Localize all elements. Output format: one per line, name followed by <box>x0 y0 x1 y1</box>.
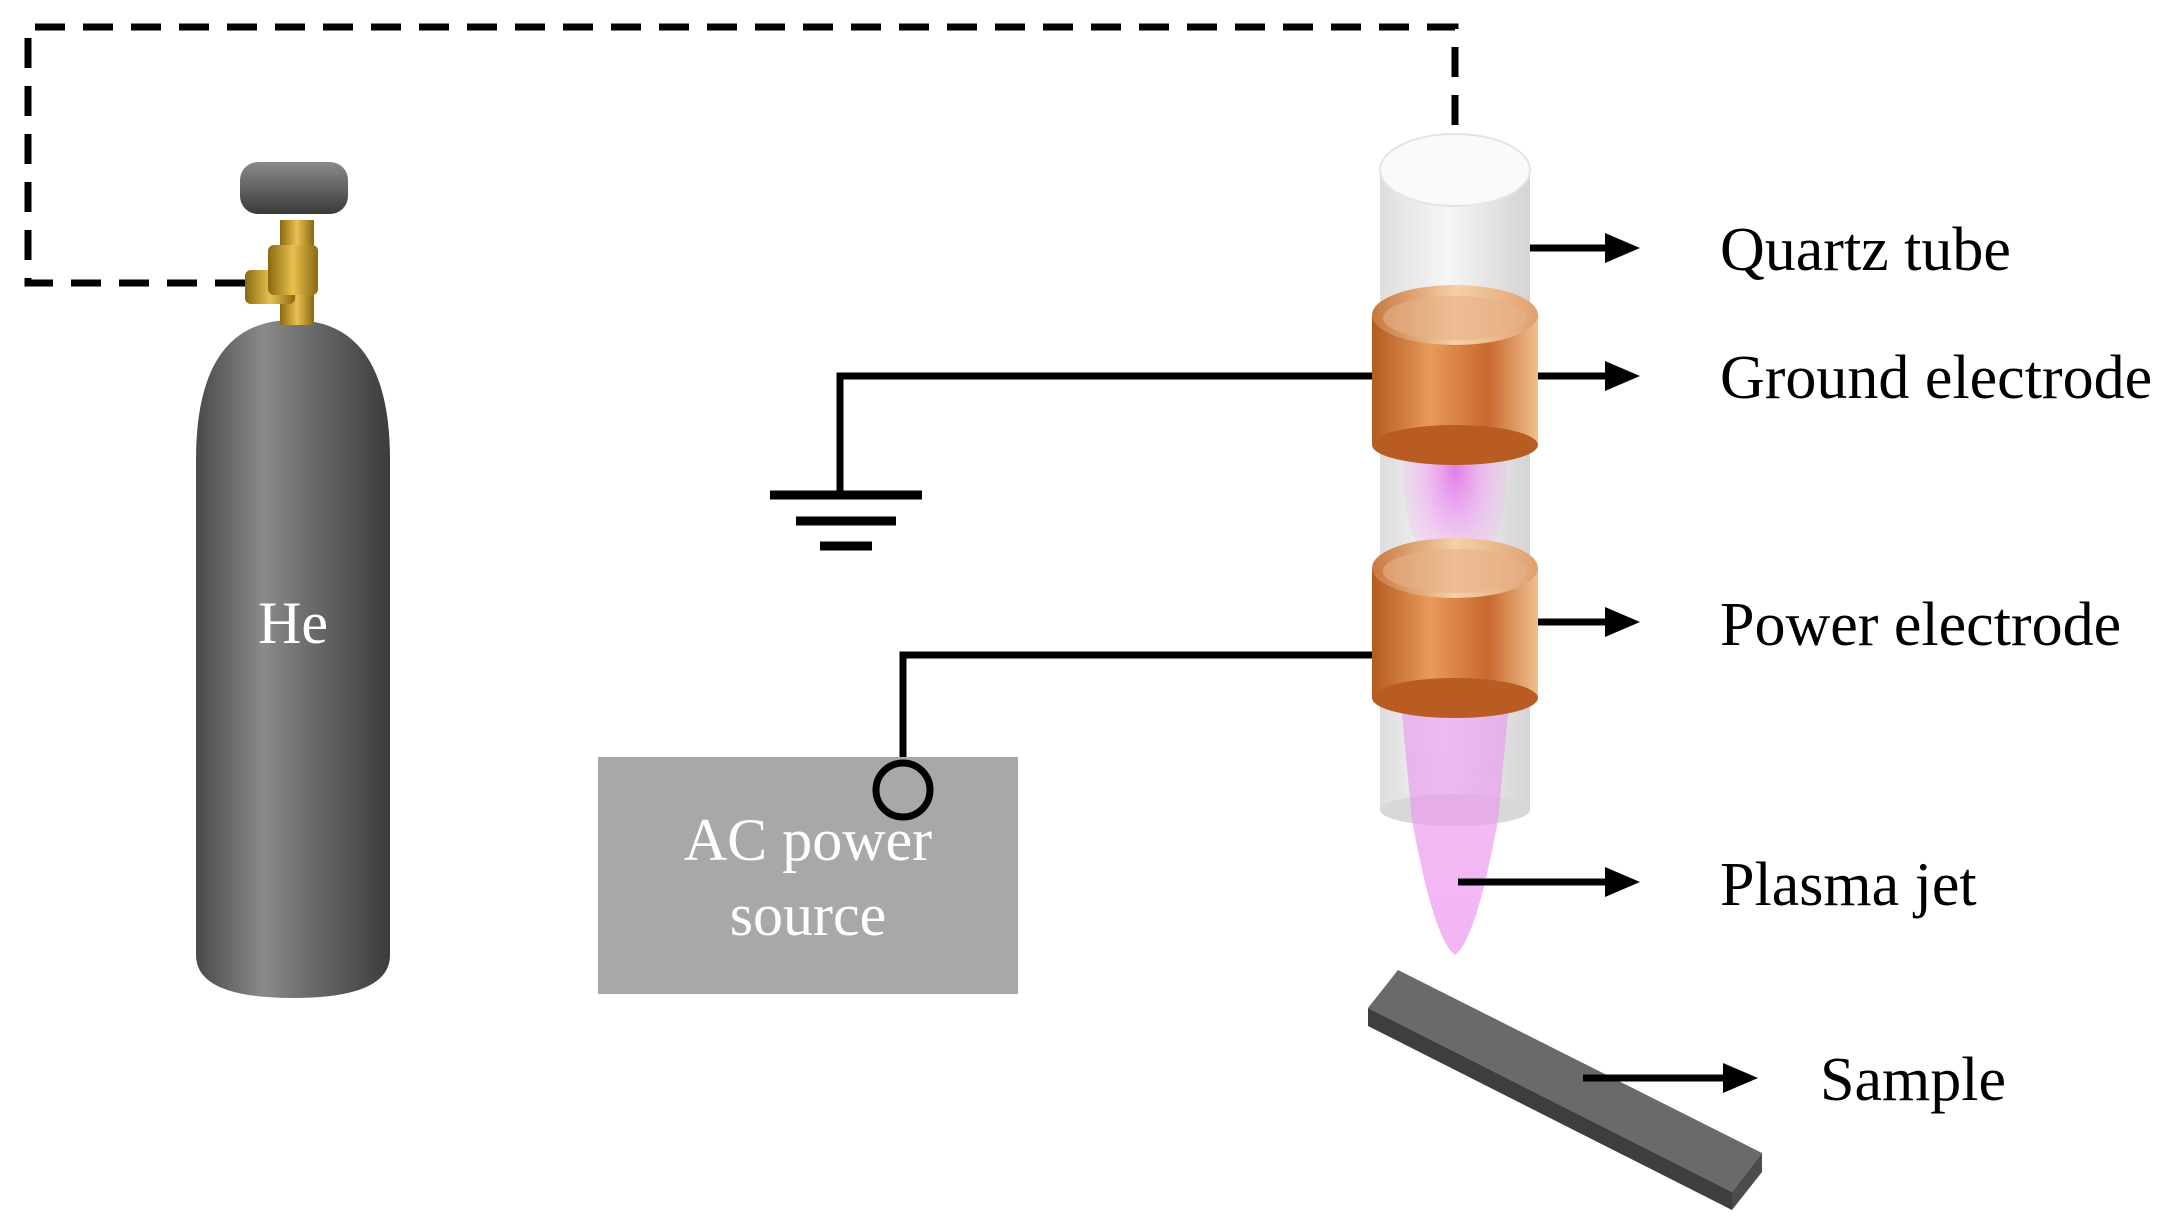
pointer-arrows <box>1458 233 1758 1093</box>
helium-cylinder: He <box>196 162 390 998</box>
cylinder-gas-label: He <box>258 590 328 656</box>
gas-flow-dashed-line <box>24 23 1459 287</box>
power-electrode <box>1372 538 1538 718</box>
label-plasma-jet: Plasma jet <box>1720 851 1977 919</box>
power-source-label-line2: source <box>730 882 887 948</box>
label-power-electrode: Power electrode <box>1720 591 2121 659</box>
sample-slab <box>1368 970 1762 1210</box>
power-source-label-line1: AC power <box>684 807 932 873</box>
valve-body <box>268 245 318 295</box>
label-sample: Sample <box>1820 1046 2006 1114</box>
ground-wire <box>836 372 1372 495</box>
valve-knob-icon <box>240 162 348 214</box>
power-wire <box>899 651 1372 770</box>
label-quartz-tube: Quartz tube <box>1720 216 2011 284</box>
cylinder-body <box>196 320 390 998</box>
ground-icon <box>770 490 922 551</box>
ac-power-source: AC power source <box>598 757 1018 994</box>
power-terminal-icon <box>872 759 934 821</box>
label-ground-electrode: Ground electrode <box>1720 344 2152 412</box>
ground-electrode <box>1372 285 1538 465</box>
